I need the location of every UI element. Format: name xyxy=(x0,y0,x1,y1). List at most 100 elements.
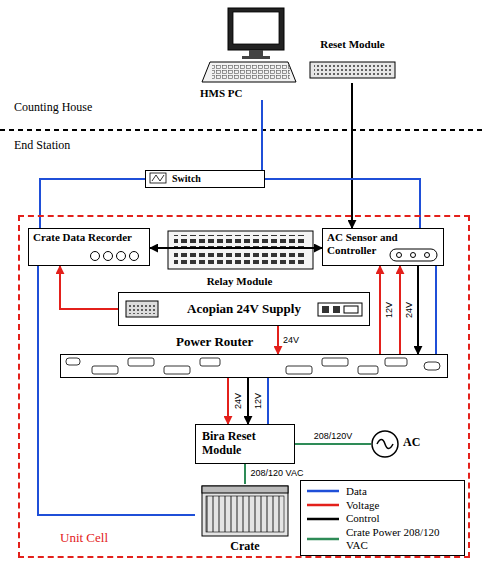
router-slots xyxy=(358,366,378,374)
legend-sample xyxy=(307,517,339,520)
legend-sample xyxy=(307,504,339,507)
router-slots xyxy=(66,358,440,374)
connector xyxy=(435,266,437,354)
computer-node: HMS PC xyxy=(200,5,295,100)
edge-label: 208/120 VAC xyxy=(250,469,305,478)
connector xyxy=(261,100,263,170)
node-label: AC xyxy=(403,436,420,450)
edge-label: 208/120V xyxy=(313,432,354,441)
legend-box: DataVoltageControlCrate Power 208/120 VA… xyxy=(300,480,465,556)
crate-drawing xyxy=(206,496,284,532)
crate-drawing xyxy=(202,486,288,536)
router-slots xyxy=(128,358,154,366)
node-label: Switch xyxy=(172,173,201,185)
switch-box: Switch xyxy=(145,170,265,188)
divider-line xyxy=(0,129,485,131)
supply-details xyxy=(126,301,362,317)
controller-connector xyxy=(390,249,437,261)
legend-row: Control xyxy=(306,512,459,525)
router-slots xyxy=(92,366,118,374)
legend-row: Data xyxy=(306,485,459,498)
area-label: Counting House xyxy=(14,100,92,115)
controller-connector xyxy=(397,253,402,258)
edge-label: 12V xyxy=(254,392,263,410)
router-slots xyxy=(66,358,80,365)
switch-icon xyxy=(152,175,164,181)
node-label: Bira Reset Module xyxy=(202,430,288,458)
ac-circle xyxy=(371,430,399,458)
supply-details xyxy=(322,306,329,313)
supply-details xyxy=(129,304,155,314)
legend-row: Voltage xyxy=(306,499,459,512)
legend-sample xyxy=(306,486,340,496)
reset-module-device xyxy=(314,65,391,75)
computer-icon xyxy=(249,50,263,56)
legend-text: Control xyxy=(346,512,380,525)
relay-device xyxy=(168,231,313,269)
connector xyxy=(265,179,420,228)
relay-device xyxy=(174,235,307,249)
ac-circle xyxy=(372,431,398,457)
reset-module-node: Reset Module xyxy=(305,38,400,83)
switch-icon xyxy=(150,173,166,183)
node-label: Unit Cell xyxy=(60,531,108,546)
recorder-connectors xyxy=(130,252,139,261)
recorder-connectors xyxy=(91,252,139,261)
supply-details xyxy=(344,306,358,313)
crate-drawing xyxy=(202,486,288,493)
relay-device xyxy=(168,231,313,269)
connector xyxy=(379,266,381,354)
relay-device xyxy=(174,252,307,266)
connector xyxy=(399,266,401,354)
edge-label: 24V xyxy=(282,336,300,345)
connector xyxy=(38,266,195,515)
legend-sample xyxy=(306,534,340,544)
router-slots xyxy=(164,366,190,374)
node-label: Power Router xyxy=(176,335,253,350)
reset-module-device xyxy=(310,62,395,78)
legend-text: Data xyxy=(346,485,367,498)
legend-text: Voltage xyxy=(346,499,379,512)
connector xyxy=(150,247,322,249)
computer-icon xyxy=(202,62,296,82)
computer-icon xyxy=(228,8,284,50)
router-slots xyxy=(286,366,312,374)
sine-symbol xyxy=(377,440,393,449)
node-label: AC Sensor and Controller xyxy=(327,231,439,256)
computer-icon xyxy=(242,56,270,59)
legend-row: Crate Power 208/120 VAC xyxy=(306,526,459,551)
connector xyxy=(247,378,249,424)
legend-sample xyxy=(306,500,340,510)
connector xyxy=(244,464,246,484)
router-slots xyxy=(322,358,348,366)
edge-label: 12V xyxy=(385,301,394,319)
area-label: End Station xyxy=(14,138,70,153)
router-slots xyxy=(385,358,407,366)
connector xyxy=(60,266,118,309)
computer-icon xyxy=(212,65,290,79)
crate-node: Crate xyxy=(195,484,295,554)
recorder-connectors xyxy=(117,252,126,261)
controller-connector xyxy=(425,253,430,258)
node-label: Crate xyxy=(230,540,259,554)
reset-module-device xyxy=(310,62,395,78)
controller-connector xyxy=(390,249,437,261)
computer-icon xyxy=(202,8,296,82)
recorder-connectors xyxy=(91,252,100,261)
connector xyxy=(40,179,145,228)
node-label: Crate Data Recorder xyxy=(33,231,145,244)
edge-label: 24V xyxy=(234,392,243,410)
relay-module-node: Relay Module xyxy=(162,228,317,288)
connector xyxy=(351,83,353,228)
connector xyxy=(417,266,419,354)
legend-sample xyxy=(306,514,340,524)
connector xyxy=(295,443,371,445)
node-label: Relay Module xyxy=(207,275,273,288)
node-label: HMS PC xyxy=(200,87,242,100)
node-label: Reset Module xyxy=(320,38,384,51)
crate-drawing xyxy=(202,486,288,536)
supply-details xyxy=(333,306,340,313)
edge-label: 24V xyxy=(405,301,414,319)
power-supply-box: Acopian 24V Supply xyxy=(118,292,370,326)
